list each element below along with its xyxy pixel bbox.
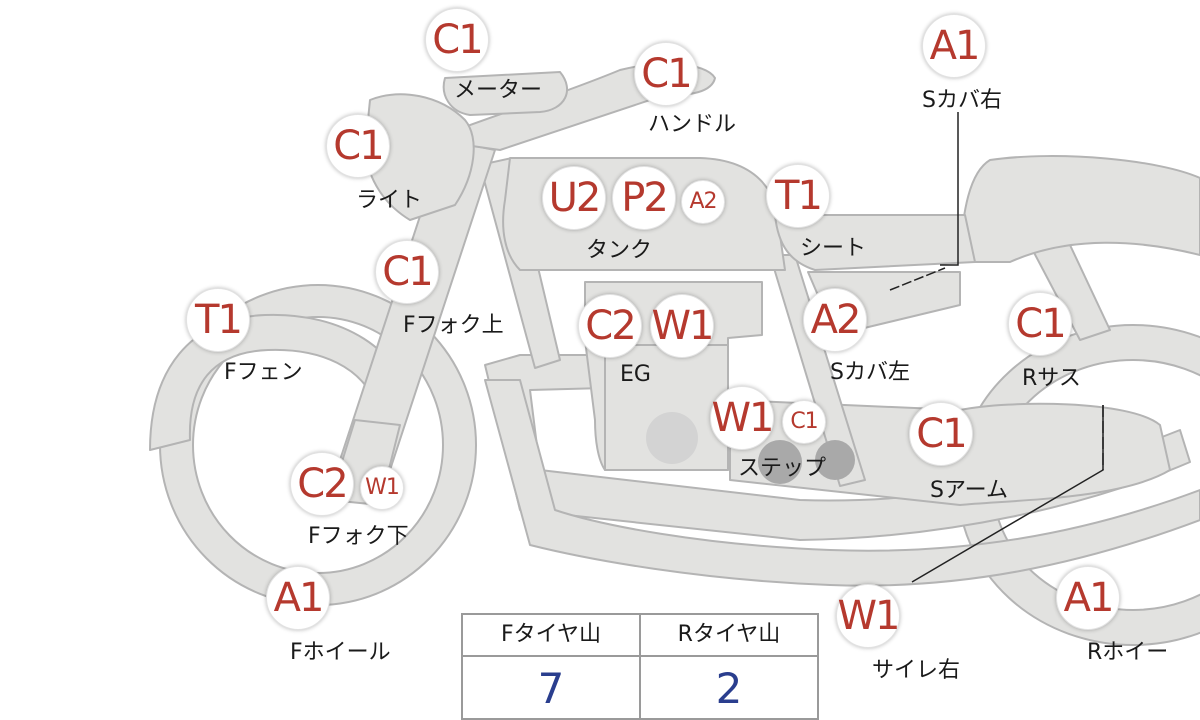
rear-susp-label: Rサス	[1022, 366, 1081, 391]
step-peg-left	[758, 440, 802, 484]
step-grade-badge-1: W1	[710, 386, 775, 450]
rear-cowl-shape	[959, 155, 1200, 263]
side-cover-right-label: Sカバ右	[922, 88, 1002, 113]
fork-lower-grade-badge-2: W1	[360, 466, 404, 510]
leader-side-cover-right-dash	[889, 267, 946, 291]
handle-label: ハンドル	[648, 112, 737, 137]
headlight-shape	[364, 93, 475, 221]
step-peg-right	[815, 440, 855, 480]
step-grade-badge-2: C1	[782, 400, 826, 444]
tank-grade-badge-3: A2	[681, 180, 725, 224]
tank-label: タンク	[586, 238, 653, 263]
meter-label: メーター	[454, 78, 543, 103]
fork-upper-label: Fフォク上	[403, 313, 504, 338]
tank-grade-badge-1: U2	[542, 166, 606, 230]
front-tread-header: Fタイヤ山	[463, 615, 639, 657]
engine-grade-badge-2: W1	[650, 294, 715, 358]
side-cover-left-label: Sカバ左	[830, 360, 910, 385]
rear-tread-header: Rタイヤ山	[641, 615, 817, 657]
front-wheel-label: Fホイール	[290, 640, 391, 665]
rear-wheel-label: Rホイー	[1087, 640, 1169, 665]
swing-arm-grade-badge: C1	[909, 402, 973, 466]
front-fender-grade-badge: T1	[186, 288, 250, 352]
tire-tread-table: Fタイヤ山 Rタイヤ山 7 2	[461, 613, 819, 720]
meter-grade-badge: C1	[425, 8, 489, 72]
rear-wheel-grade-badge: A1	[1056, 566, 1120, 630]
leader-side-cover-right	[940, 112, 959, 266]
light-label: ライト	[356, 188, 423, 213]
seat-grade-badge: T1	[766, 164, 830, 228]
step-label: ステップ	[738, 456, 827, 481]
rear-susp-grade-badge: C1	[1008, 292, 1072, 356]
exhaust-pipe-lower	[484, 379, 1200, 587]
front-tread-value: 7	[537, 664, 565, 713]
muffler-right-label: サイレ右	[872, 658, 961, 683]
swing-arm-label: Sアーム	[930, 478, 1008, 503]
meter-shape	[442, 71, 569, 116]
engine-grade-badge-1: C2	[578, 294, 642, 358]
fork-upper-grade-badge: C1	[375, 240, 439, 304]
muffler-right-grade-badge: W1	[836, 584, 901, 648]
tank-grade-badge-2: P2	[612, 166, 676, 230]
side-cover-left-grade-badge: A2	[803, 288, 867, 352]
front-fender-label: Fフェン	[224, 360, 303, 385]
handle-grade-badge: C1	[634, 42, 698, 106]
seat-shape	[774, 214, 976, 271]
side-cover-right-grade-badge: A1	[922, 14, 986, 78]
tread-table-divider	[639, 615, 641, 720]
fork-lower-grade-badge-1: C2	[290, 452, 354, 516]
rear-tread-value: 2	[715, 664, 743, 713]
engine-label: EG	[620, 362, 651, 387]
fork-lower-label: Fフォク下	[308, 524, 409, 549]
seat-label: シート	[800, 236, 867, 261]
engine-cover	[646, 412, 698, 464]
front-wheel-grade-badge: A1	[266, 566, 330, 630]
light-grade-badge: C1	[326, 114, 390, 178]
